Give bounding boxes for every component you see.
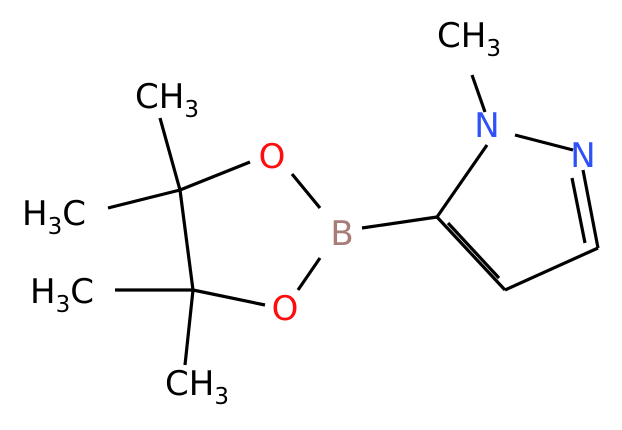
bond-n2-c3-inner bbox=[570, 177, 587, 244]
bond-c5-b bbox=[361, 215, 438, 230]
bond-ca-ch3-top bbox=[158, 117, 182, 191]
bond-n2-c3 bbox=[581, 169, 600, 249]
label-ch3-upper: CH3 bbox=[135, 77, 199, 123]
bond-c4-c5-inner bbox=[446, 221, 501, 280]
bond-n1-c5 bbox=[435, 144, 489, 218]
bond-o1-ca bbox=[179, 160, 251, 192]
label-o-bottom: O bbox=[272, 289, 299, 329]
label-ch3-bottom: CH3 bbox=[165, 364, 229, 410]
label-h3c-upper: H3C bbox=[22, 194, 86, 240]
bond-cb-ch3-bottom bbox=[183, 289, 195, 366]
bond-o2-cb bbox=[192, 288, 266, 307]
bond-ca-cb bbox=[178, 189, 195, 291]
bonds bbox=[107, 74, 600, 366]
label-o-top: O bbox=[259, 137, 286, 177]
label-n2: N bbox=[570, 136, 595, 176]
label-n1: N bbox=[474, 106, 499, 146]
label-h3c-lower: H3C bbox=[30, 272, 94, 318]
bond-b-o1 bbox=[290, 172, 322, 210]
bond-c4-c5 bbox=[435, 215, 507, 292]
bond-n1-n2 bbox=[514, 133, 574, 152]
label-b: B bbox=[330, 214, 353, 254]
atom-labels: CH3 N N B O O CH3 H3C H3C CH3 bbox=[22, 16, 596, 410]
bond-n1-methyl bbox=[470, 74, 487, 113]
label-ch3-n-methyl: CH3 bbox=[437, 16, 501, 62]
bond-c3-c4 bbox=[504, 246, 599, 292]
bond-b-o2 bbox=[296, 257, 322, 291]
bond-ca-h3c bbox=[107, 188, 181, 210]
